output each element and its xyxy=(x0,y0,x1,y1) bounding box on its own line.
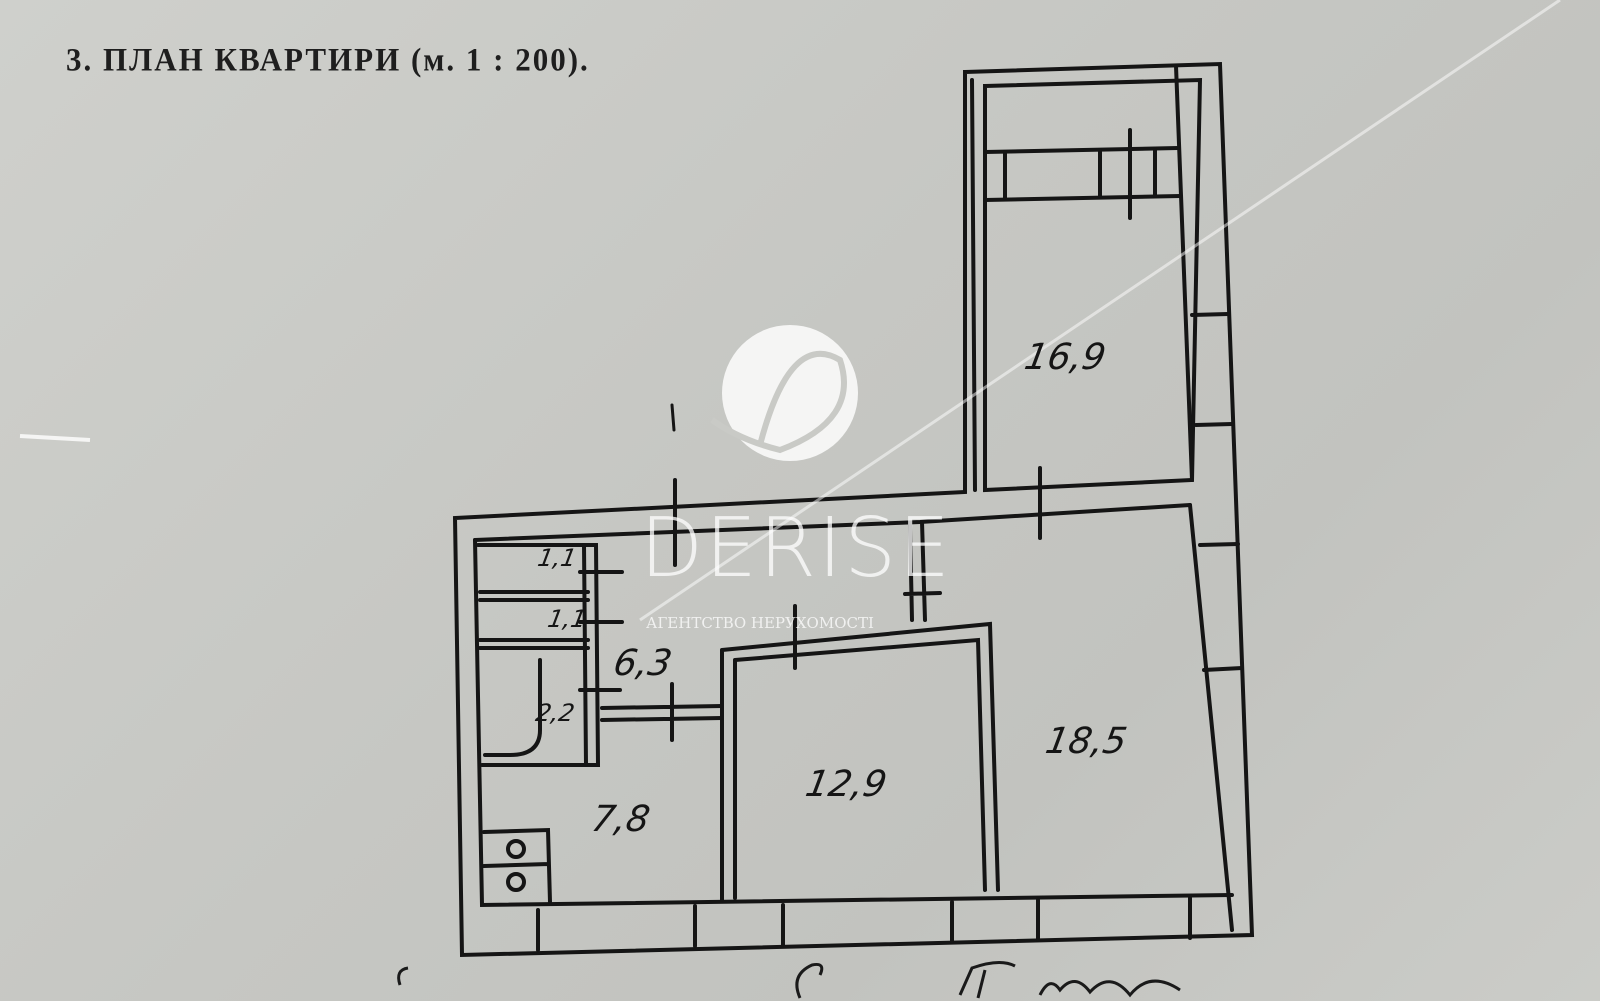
inner-wall xyxy=(983,77,1203,493)
room-area-closet: 1,1 xyxy=(545,605,589,633)
room-area-balcony-room: 16,9 xyxy=(1021,337,1109,378)
room-area-bathroom: 2,2 xyxy=(533,699,577,727)
window-marks-right xyxy=(1190,312,1244,672)
room-area-bedroom: 12,9 xyxy=(802,764,890,805)
signature xyxy=(397,961,1181,999)
balcony xyxy=(983,146,1182,202)
stove xyxy=(482,827,552,904)
room-area-toilet: 1,1 xyxy=(535,544,579,572)
watermark-tagline: АГЕНТСТВО НЕРУХОМОСТІ xyxy=(646,614,874,632)
bathtub xyxy=(483,658,542,757)
watermark-logo-icon xyxy=(710,325,858,461)
window-marks-bottom xyxy=(536,896,1192,952)
room-area-living-room: 18,5 xyxy=(1042,721,1130,762)
outer-wall xyxy=(452,61,1255,958)
room-area-kitchen: 7,8 xyxy=(588,799,653,840)
room-area-hallway: 6,3 xyxy=(610,643,675,684)
document-title: 3. ПЛАН КВАРТИРИ (м. 1 : 200). xyxy=(66,41,590,78)
bathroom-walls xyxy=(476,543,601,767)
watermark-brand: DERISE xyxy=(640,501,952,596)
